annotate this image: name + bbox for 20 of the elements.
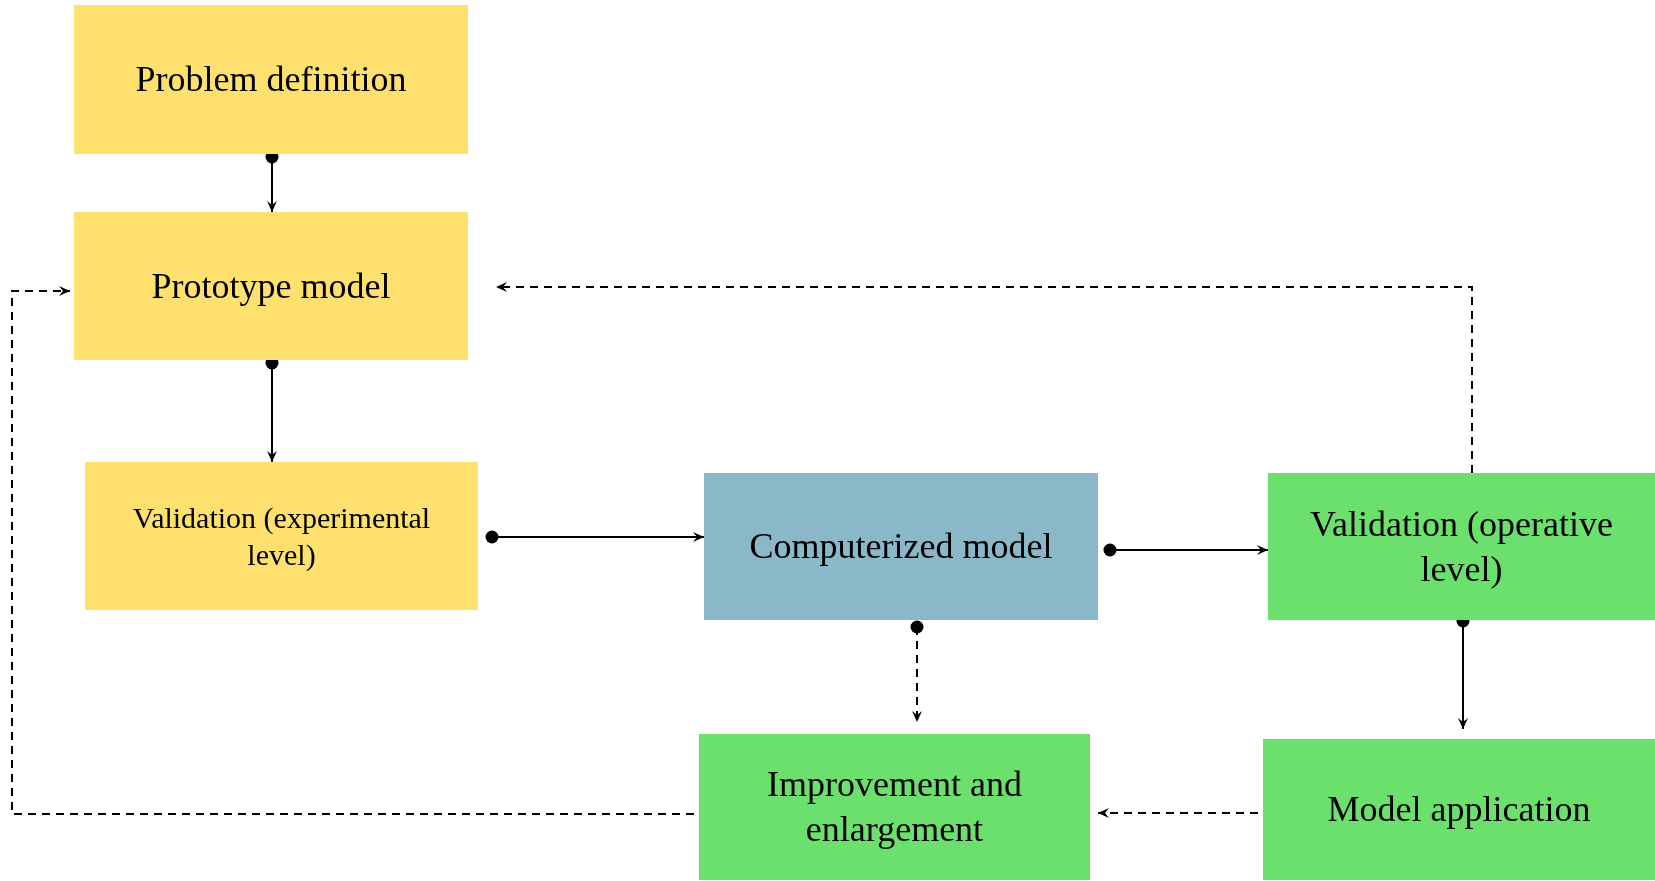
box-label: Improvement and enlargement: [766, 763, 1023, 851]
process-box: [74, 5, 468, 154]
arrow: [495, 282, 1473, 474]
arrow: [910, 620, 924, 723]
process-box: [74, 212, 468, 360]
arrow: [485, 530, 705, 544]
box-label: Validation (operative level): [1309, 502, 1614, 591]
process-box: [704, 473, 1098, 620]
arrow: [1097, 808, 1259, 818]
arrow: [1103, 543, 1269, 557]
box-label: Validation (experimental level): [131, 499, 432, 573]
process-box: [1268, 473, 1655, 620]
box-label: Problem definition: [135, 58, 407, 101]
process-box: [699, 734, 1090, 880]
box-label: Computerized model: [749, 525, 1053, 568]
arrow: [11, 286, 695, 815]
box-label: Prototype model: [151, 264, 391, 308]
process-box: [1263, 739, 1655, 880]
process-box: [85, 462, 478, 610]
box-label: Model application: [1327, 788, 1591, 831]
